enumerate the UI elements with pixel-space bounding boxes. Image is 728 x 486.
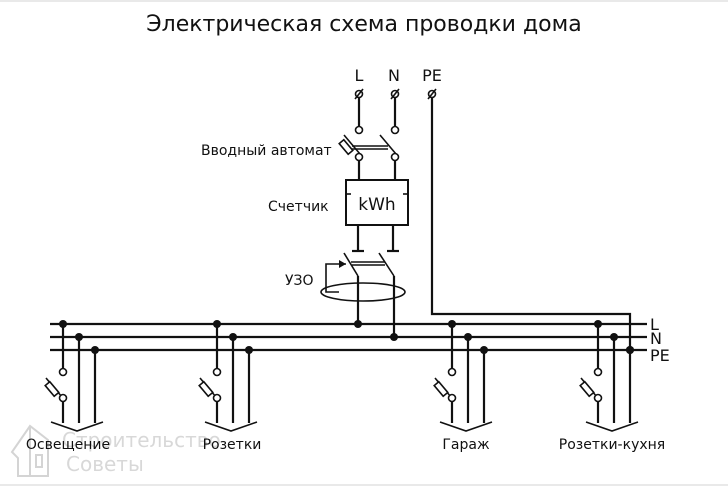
load-arrow-icon xyxy=(585,421,639,432)
terminal-screw-icon xyxy=(354,88,437,100)
load-arrow-icon xyxy=(50,421,104,432)
main-breaker-label: Вводный автомат xyxy=(201,143,332,159)
breaker-fuse-icon xyxy=(579,380,595,398)
watermark-line-2: Советы xyxy=(66,452,144,476)
breaker-contact-top xyxy=(58,367,68,377)
junction-l xyxy=(594,320,602,328)
supply-label-l: L xyxy=(355,66,364,85)
breaker-contact-bottom xyxy=(447,393,457,403)
breaker-contact-top xyxy=(212,367,222,377)
junction-pe xyxy=(91,346,99,354)
bus-label-pe: PE xyxy=(650,346,670,365)
junction-pe xyxy=(245,346,253,354)
junction-l xyxy=(448,320,456,328)
circuit-branch: Розетки xyxy=(198,320,262,453)
watermark-line-1: Строительство xyxy=(62,428,221,452)
junction-pe xyxy=(480,346,488,354)
bus-label-l: L xyxy=(650,315,659,334)
junction-l xyxy=(213,320,221,328)
meter-unit: kWh xyxy=(358,195,395,215)
breaker-fuse-icon xyxy=(44,380,60,398)
circuit-label: Гараж xyxy=(442,437,490,453)
circuit-branch: Освещение xyxy=(26,320,110,453)
circuit-label: Розетки-кухня xyxy=(559,437,665,453)
load-arrow-icon xyxy=(204,421,258,432)
circuit-branch: Гараж xyxy=(433,320,493,453)
circuit-label: Освещение xyxy=(26,437,110,453)
breaker-contact-bottom xyxy=(593,393,603,403)
watermark: Строительство Советы xyxy=(10,424,221,477)
circuit-branch: Розетки-кухня xyxy=(559,320,665,453)
junction-rcd-n xyxy=(390,333,398,341)
breaker-contact-bottom xyxy=(212,393,222,403)
junction-n xyxy=(464,333,472,341)
pe-supply-wire xyxy=(430,97,632,349)
junction-n xyxy=(75,333,83,341)
junction-n xyxy=(610,333,618,341)
breaker-contact-top xyxy=(593,367,603,377)
house-logo-icon xyxy=(10,424,49,477)
breaker-fuse-icon xyxy=(433,380,449,398)
bus-label-n: N xyxy=(650,329,662,348)
breaker-fuse-icon xyxy=(198,380,214,398)
junction-n xyxy=(229,333,237,341)
rcd-symbol xyxy=(320,252,406,336)
main-breaker-symbol xyxy=(338,125,400,162)
junction-pe xyxy=(626,346,634,354)
rcd-label: УЗО xyxy=(285,273,314,289)
diagram-title: Электрическая схема проводки дома xyxy=(146,12,581,37)
supply-label-n: N xyxy=(388,66,400,85)
supply-label-pe: PE xyxy=(422,66,442,85)
breaker-contact-bottom xyxy=(58,393,68,403)
breaker-contact-top xyxy=(447,367,457,377)
circuit-label: Розетки xyxy=(203,437,262,453)
junction-l xyxy=(59,320,67,328)
junction-rcd-l xyxy=(354,320,362,328)
load-arrow-icon xyxy=(439,421,493,432)
circuits: Освещение Розетки Гараж Розетки-кухня xyxy=(26,320,665,453)
meter-symbol: kWh xyxy=(345,179,409,226)
meter-label: Счетчик xyxy=(268,199,329,215)
